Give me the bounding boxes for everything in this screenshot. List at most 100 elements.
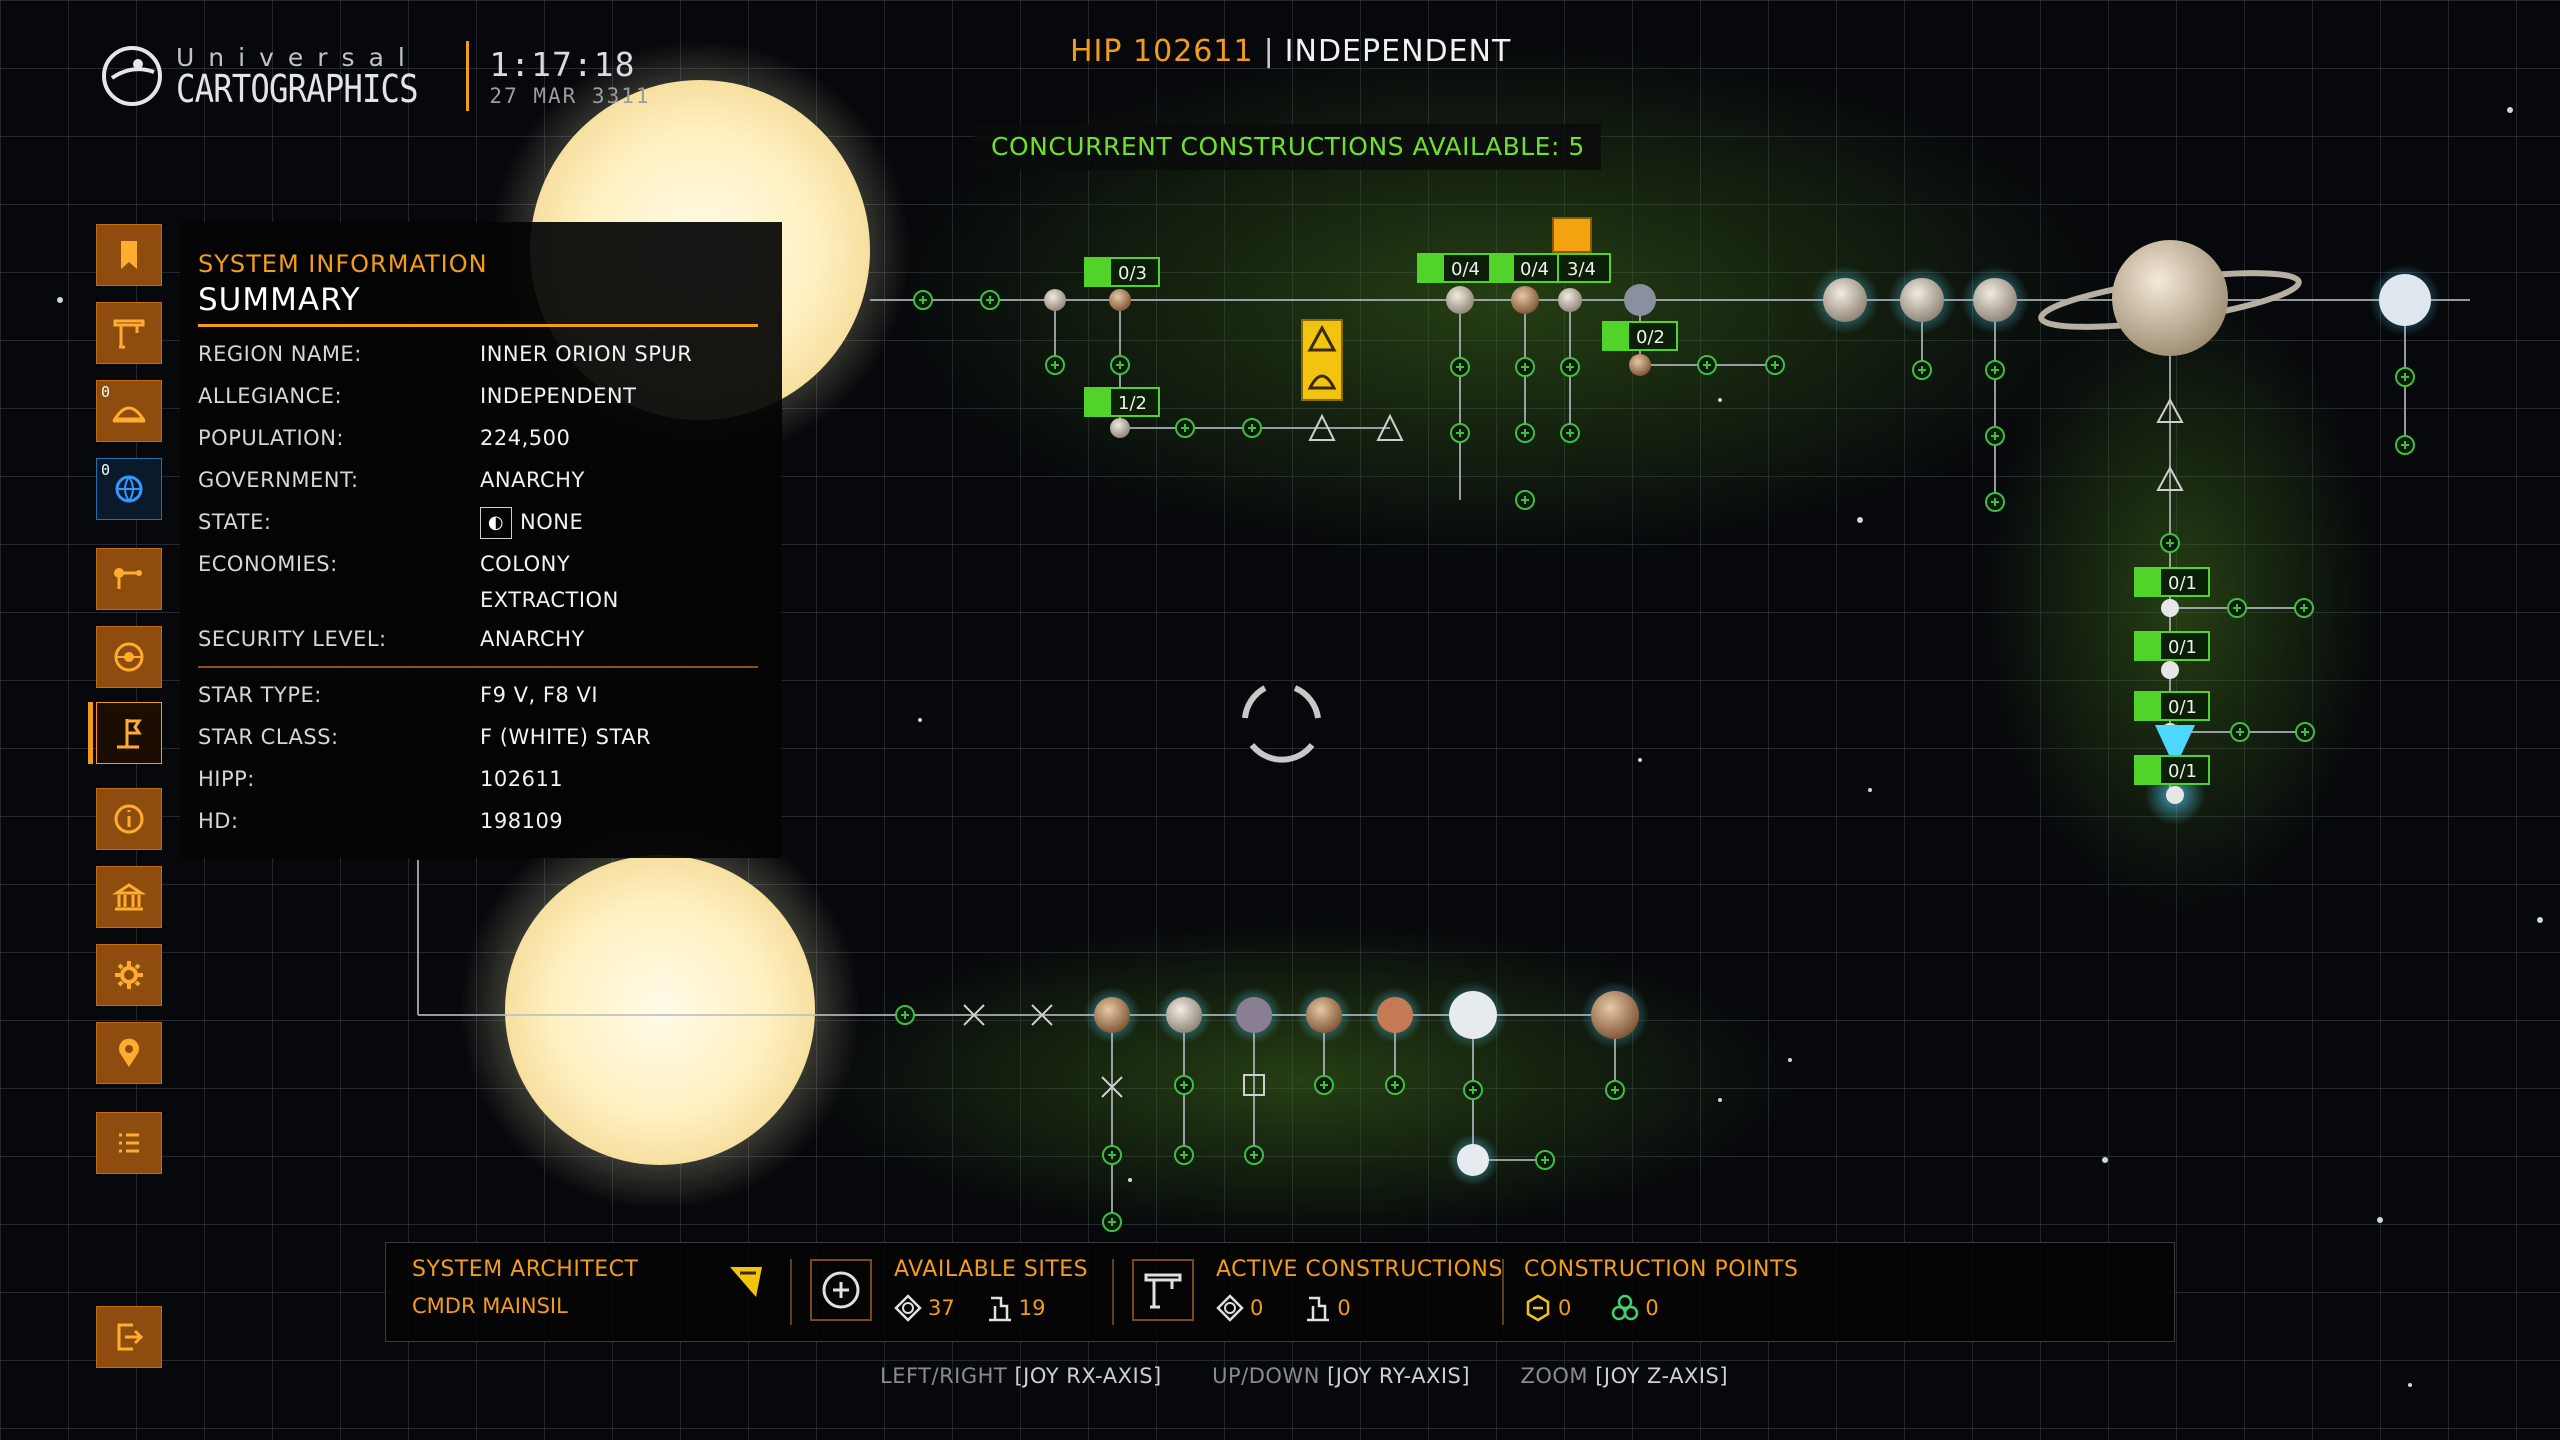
add-site-icon[interactable] — [1450, 357, 1470, 377]
planet[interactable] — [1900, 278, 1944, 322]
add-site-icon[interactable] — [1102, 1145, 1122, 1165]
add-site-icon[interactable] — [895, 1005, 915, 1025]
add-site-icon[interactable] — [1985, 492, 2005, 512]
planet[interactable] — [1973, 278, 2017, 322]
planet[interactable] — [1377, 997, 1413, 1033]
installation-icon[interactable] — [1031, 1004, 1053, 1026]
planet[interactable] — [1629, 354, 1651, 376]
sidebar-info-button[interactable] — [96, 788, 162, 850]
add-site-icon[interactable] — [2395, 435, 2415, 455]
add-site-icon[interactable] — [1515, 357, 1535, 377]
planet[interactable] — [1823, 278, 1867, 322]
add-site-icon[interactable] — [1535, 1150, 1555, 1170]
outpost-icon[interactable] — [2156, 465, 2184, 491]
add-site-icon[interactable] — [1110, 355, 1130, 375]
slot-badge[interactable]: 0/1 — [2134, 691, 2210, 721]
add-site-icon[interactable] — [1450, 423, 1470, 443]
add-site-icon[interactable] — [1175, 418, 1195, 438]
installation-icon[interactable] — [963, 1004, 985, 1026]
add-site-icon[interactable] — [1515, 490, 1535, 510]
outpost-icon[interactable] — [1308, 413, 1336, 441]
slot-badge[interactable]: 0/2 — [1602, 321, 1678, 351]
add-site-icon[interactable] — [1985, 360, 2005, 380]
planet[interactable] — [1110, 418, 1130, 438]
add-site-icon[interactable] — [1912, 360, 1932, 380]
planet[interactable] — [1109, 289, 1131, 311]
moon[interactable] — [2166, 786, 2184, 804]
add-site-icon[interactable] — [2227, 598, 2247, 618]
planet[interactable] — [1094, 997, 1130, 1033]
sidebar-settings-button[interactable] — [96, 944, 162, 1006]
slot-badge[interactable]: 3/4 — [1557, 253, 1611, 283]
add-site-icon[interactable] — [913, 290, 933, 310]
add-site-icon[interactable] — [1560, 357, 1580, 377]
add-site-icon[interactable] — [2160, 533, 2180, 553]
sidebar-faction-button[interactable] — [96, 866, 162, 928]
slot-badge[interactable]: 0/1 — [2134, 755, 2210, 785]
moon[interactable] — [2161, 599, 2179, 617]
planned-construction-icon[interactable] — [1552, 217, 1592, 253]
add-site-icon[interactable] — [2395, 367, 2415, 387]
planet[interactable] — [1457, 1144, 1489, 1176]
planet[interactable] — [1591, 991, 1639, 1039]
sidebar-colonisation-button[interactable] — [96, 702, 162, 764]
sidebar-construction-button[interactable] — [96, 302, 162, 364]
planet[interactable] — [1511, 286, 1539, 314]
slot-badge[interactable]: 1/2 — [1084, 387, 1160, 417]
sidebar-surface-button[interactable]: 0 — [96, 380, 162, 442]
add-site-icon[interactable] — [1242, 418, 1262, 438]
moon[interactable] — [2161, 661, 2179, 679]
slot-badge[interactable]: 0/3 — [1084, 257, 1160, 287]
outpost-icon[interactable] — [2156, 397, 2184, 423]
add-site-icon[interactable] — [1463, 1080, 1483, 1100]
outpost-icon[interactable] — [1376, 413, 1404, 441]
planet[interactable] — [1446, 286, 1474, 314]
hint-up-down: UP/DOWN — [1212, 1364, 1320, 1388]
installation-icon[interactable] — [1101, 1076, 1123, 1098]
sidebar-orbital-button[interactable]: 0 — [96, 458, 162, 520]
planet[interactable] — [1624, 284, 1656, 316]
sidebar-list-button[interactable] — [96, 1112, 162, 1174]
add-site-icon[interactable] — [1174, 1145, 1194, 1165]
station-markers[interactable] — [963, 397, 2184, 1098]
planet[interactable] — [1236, 997, 1272, 1033]
planet[interactable] — [1044, 289, 1066, 311]
add-site-icon[interactable] — [1515, 423, 1535, 443]
slot-badge[interactable]: 0/4 — [1417, 253, 1491, 283]
add-site-icon[interactable] — [2230, 722, 2250, 742]
planet[interactable] — [1306, 997, 1342, 1033]
slot-badges[interactable]: 0/3 1/2 0/4 0/4 3/4 0/2 0/1 0/1 0/1 0/1 — [1084, 253, 2210, 785]
gas-giant[interactable] — [2112, 240, 2228, 356]
add-site-icon[interactable] — [1244, 1145, 1264, 1165]
sidebar-orrery-button[interactable] — [96, 626, 162, 688]
add-site-icon[interactable] — [1985, 426, 2005, 446]
slot-badge[interactable]: 0/4 — [1489, 253, 1559, 283]
add-site-icon[interactable] — [2294, 598, 2314, 618]
planet[interactable] — [2379, 274, 2431, 326]
slot-badge[interactable]: 0/1 — [2134, 631, 2210, 661]
add-site-icon[interactable] — [1560, 423, 1580, 443]
settlement-icon[interactable] — [1243, 1074, 1265, 1096]
add-site-icon[interactable] — [1697, 355, 1717, 375]
add-site-icon[interactable] — [1102, 1212, 1122, 1232]
add-site-icon[interactable] — [1605, 1080, 1625, 1100]
add-site-icon[interactable] — [1385, 1075, 1405, 1095]
add-site-icon[interactable] — [980, 290, 1000, 310]
planned-construction[interactable] — [1301, 217, 1592, 401]
sidebar-bookmark-button[interactable] — [96, 224, 162, 286]
add-site-icon[interactable] — [2295, 722, 2315, 742]
sidebar-location-button[interactable] — [96, 1022, 162, 1084]
slot-badge[interactable]: 0/1 — [2134, 567, 2210, 597]
add-site-icon[interactable] — [1174, 1075, 1194, 1095]
add-site-icon[interactable] — [1045, 355, 1065, 375]
add-site-icon[interactable] — [1314, 1075, 1334, 1095]
secondary-star[interactable] — [505, 855, 815, 1165]
planet[interactable] — [1558, 288, 1582, 312]
map-planets[interactable] — [1044, 240, 2441, 1186]
add-site-markers[interactable] — [895, 290, 2415, 1232]
add-site-icon[interactable] — [1765, 355, 1785, 375]
planet[interactable] — [1166, 997, 1202, 1033]
exit-button[interactable] — [96, 1306, 162, 1368]
sidebar-route-button[interactable] — [96, 548, 162, 610]
planet[interactable] — [1449, 991, 1497, 1039]
